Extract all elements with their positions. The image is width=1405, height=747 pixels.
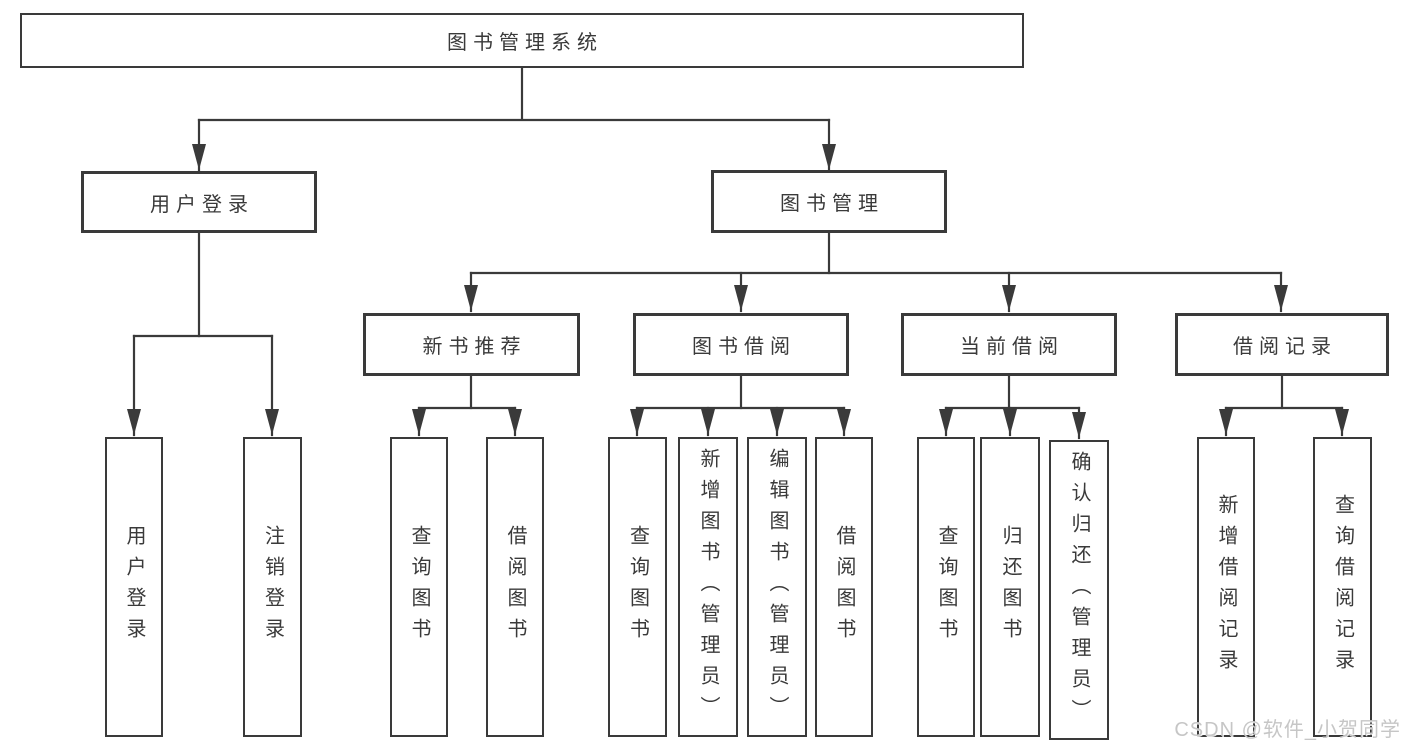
csdn-watermark: CSDN @软件_小贺同学: [1174, 719, 1401, 741]
node-book-management: 图书管理: [711, 170, 947, 233]
leaf-logout-label: 注销登录: [261, 525, 284, 649]
leaf-newbook-borrow-books-label: 借阅图书: [504, 525, 526, 649]
node-root-system-label: 图书管理系统: [447, 32, 603, 54]
leaf-current-return-books-label: 归还图书: [999, 525, 1021, 649]
leaf-borrow-borrow-books-label: 借阅图书: [833, 525, 855, 649]
leaf-current-confirm-return-admin: 确认归还（管理员）: [1049, 440, 1109, 740]
leaf-borrow-query-books-label: 查询图书: [626, 525, 649, 649]
leaf-records-query-record-label: 查询借阅记录: [1331, 494, 1354, 680]
node-new-book-recommend-label: 新书推荐: [422, 336, 527, 358]
leaf-logout: 注销登录: [243, 437, 302, 737]
leaf-borrow-edit-books-admin: 编辑图书（管理员）: [747, 437, 807, 737]
leaf-borrow-add-books-admin: 新增图书（管理员）: [678, 437, 738, 737]
leaf-user-login: 用户登录: [105, 437, 163, 737]
leaf-records-query-record: 查询借阅记录: [1313, 437, 1372, 737]
leaf-current-confirm-return-admin-label: 确认归还（管理员）: [1068, 450, 1090, 730]
leaf-newbook-query-books-label: 查询图书: [408, 525, 430, 649]
connector-records-to-leaves: [1219, 374, 1349, 437]
node-book-borrowing: 图书借阅: [633, 313, 849, 376]
node-current-borrowing-label: 当前借阅: [960, 336, 1064, 358]
leaf-newbook-query-books: 查询图书: [390, 437, 448, 737]
leaf-borrow-add-books-admin-label: 新增图书（管理员）: [697, 447, 719, 727]
connector-newbook-to-leaves: [412, 374, 522, 437]
node-book-borrowing-label: 图书借阅: [692, 336, 796, 358]
leaf-records-add-record: 新增借阅记录: [1197, 437, 1255, 737]
leaf-current-query-books-label: 查询图书: [935, 525, 957, 649]
node-user-login: 用户登录: [81, 171, 317, 233]
connector-root-to-level1: [192, 67, 836, 172]
connector-bookborrow-to-leaves: [630, 374, 851, 437]
connector-userlogin-to-leaves: [127, 231, 279, 437]
node-book-management-label: 图书管理: [780, 193, 884, 215]
leaf-current-query-books: 查询图书: [917, 437, 975, 737]
node-borrowing-records: 借阅记录: [1175, 313, 1389, 376]
node-root-system: 图书管理系统: [20, 13, 1024, 68]
leaf-borrow-borrow-books: 借阅图书: [815, 437, 873, 737]
leaf-user-login-label: 用户登录: [123, 525, 145, 649]
connector-currentborrow-to-leaves: [939, 374, 1086, 440]
leaf-borrow-edit-books-admin-label: 编辑图书（管理员）: [766, 447, 788, 727]
connector-bookmgmt-to-level2: [464, 231, 1288, 313]
node-borrowing-records-label: 借阅记录: [1233, 336, 1337, 358]
node-current-borrowing: 当前借阅: [901, 313, 1117, 376]
node-new-book-recommend: 新书推荐: [363, 313, 580, 376]
leaf-current-return-books: 归还图书: [980, 437, 1040, 737]
node-user-login-label: 用户登录: [150, 193, 254, 216]
leaf-records-add-record-label: 新增借阅记录: [1215, 494, 1237, 680]
leaf-borrow-query-books: 查询图书: [608, 437, 667, 737]
leaf-newbook-borrow-books: 借阅图书: [486, 437, 544, 737]
